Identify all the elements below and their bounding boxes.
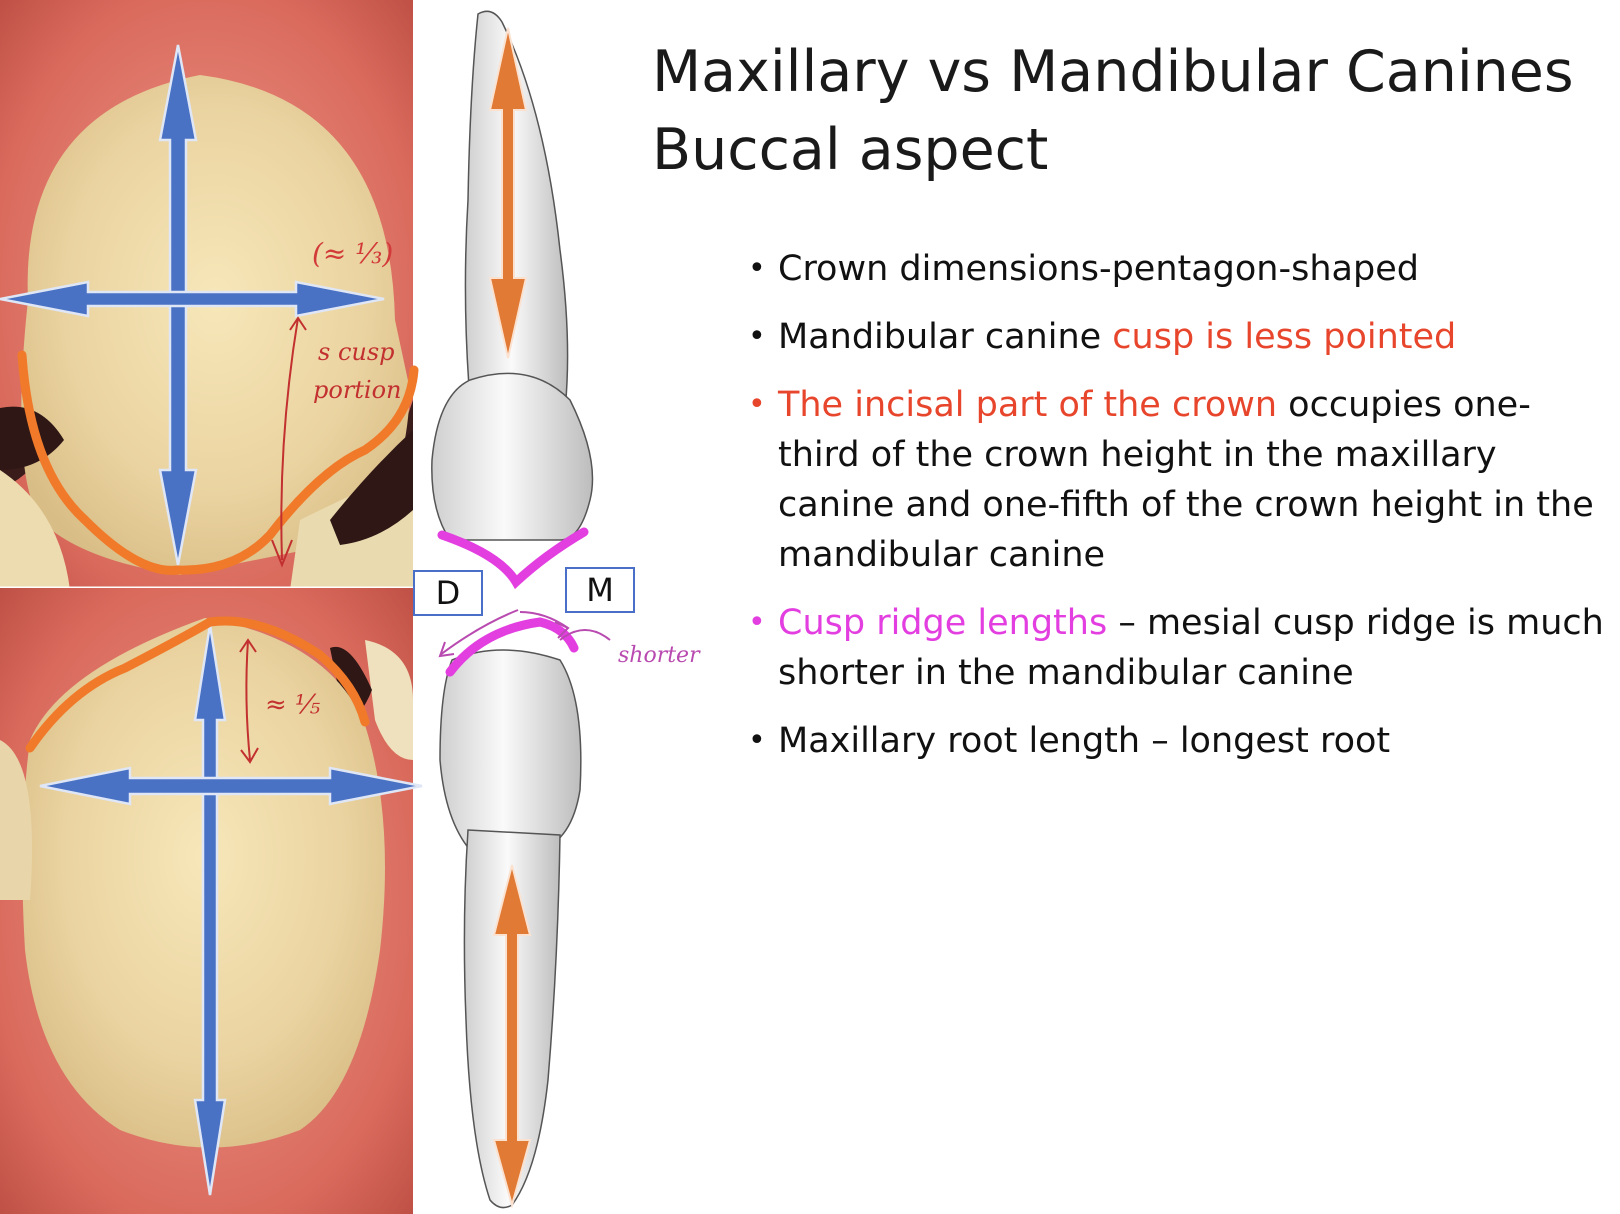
bullet-cusp-ridge: • Cusp ridge lengths – mesial cusp ridge… (748, 598, 1608, 698)
bullet-crown-dimensions: • Crown dimensions-pentagon-shaped (748, 244, 1608, 294)
bullet-cusp-pointed: • Mandibular canine cusp is less pointed (748, 312, 1608, 362)
slide-title-line-1: Maxillary vs Mandibular Canines (652, 39, 1574, 105)
bullet-text: – mesial cusp ridge is much shorter in t… (778, 603, 1604, 693)
bullet-marker: • (748, 723, 766, 758)
bullet-marker: • (748, 387, 766, 422)
bullet-marker: • (748, 605, 766, 640)
bullet-incisal-part: • The incisal part of the crown occupies… (748, 380, 1608, 580)
mandibular-dimension-arrows (39, 624, 423, 1196)
annotation-shorter: shorter (618, 643, 700, 668)
bullet-text: Maxillary root length – longest root (778, 721, 1391, 761)
annotation-cusp: s cusp (318, 338, 395, 366)
bullet-list: • Crown dimensions-pentagon-shaped • Man… (748, 244, 1608, 784)
distal-label: D (413, 570, 483, 616)
crown-outline-curves (17, 350, 419, 753)
bullet-marker: • (748, 319, 766, 354)
annotation-portion: portion (313, 376, 402, 404)
highlight-text-red: cusp is less pointed (1112, 317, 1457, 357)
shorter-sketch-arrows (438, 609, 611, 658)
bullet-text: occupies one-third of the crown height i… (778, 385, 1594, 575)
annotation-one-fifth: ≈ ⅕ (265, 690, 321, 720)
maxillary-dimension-arrows (0, 44, 385, 566)
bullet-text: Crown dimensions-pentagon-shaped (778, 249, 1419, 289)
bullet-marker: • (748, 251, 766, 286)
highlight-text-magenta: Cusp ridge lengths (778, 603, 1108, 643)
root-length-arrows (488, 27, 532, 1209)
bullet-root-length: • Maxillary root length – longest root (748, 716, 1608, 766)
handwritten-red-arrows (239, 316, 307, 764)
mesial-label: M (565, 567, 635, 613)
bullet-text: Mandibular canine (778, 317, 1113, 357)
slide-title-line-2: Buccal aspect (652, 117, 1049, 183)
annotation-one-third: (≈ ⅓) (312, 237, 394, 270)
highlight-text-red: The incisal part of the crown (778, 385, 1278, 425)
